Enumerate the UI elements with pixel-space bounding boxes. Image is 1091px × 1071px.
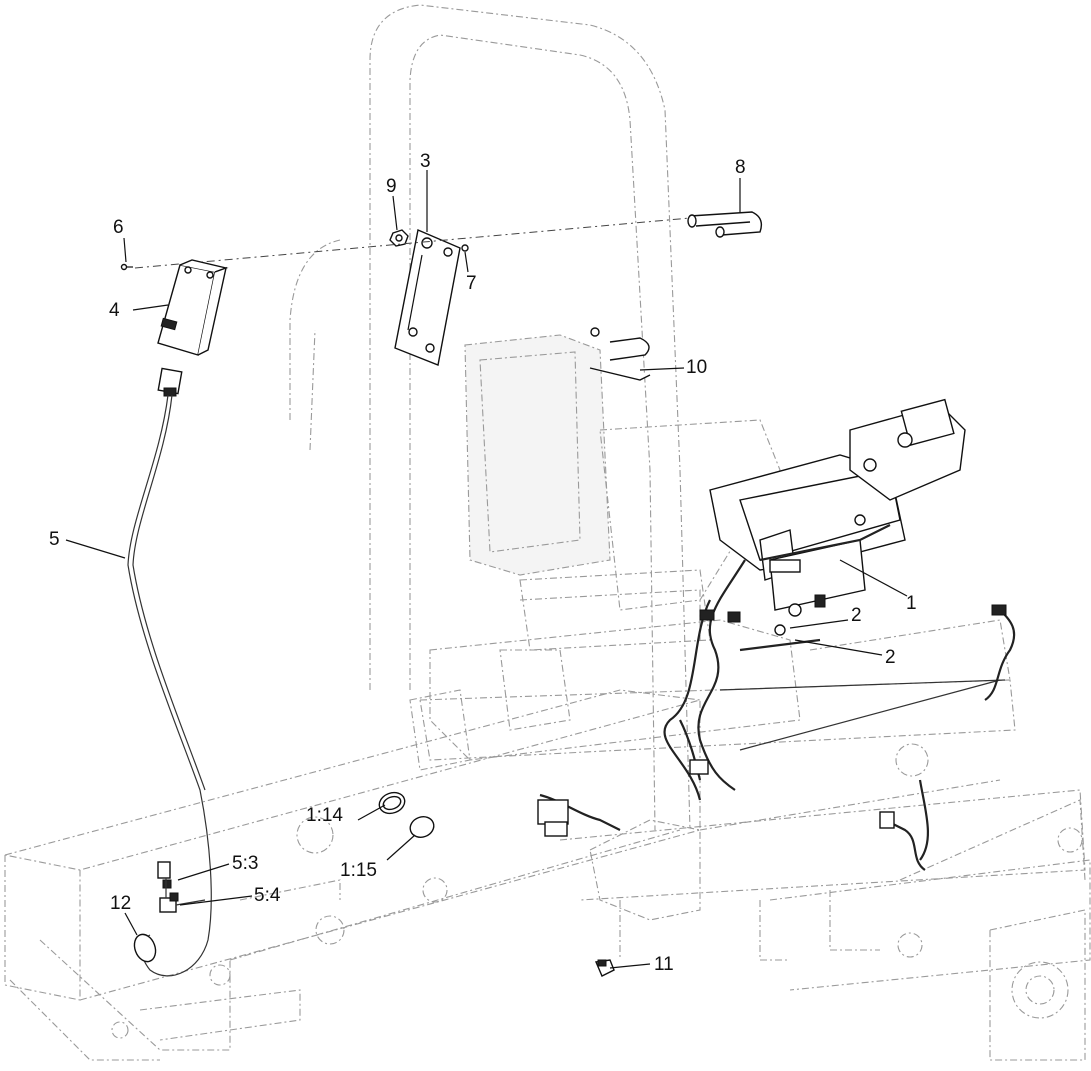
cable-harness — [127, 367, 212, 977]
callout-6: 6 — [113, 217, 124, 238]
assembly-axis — [134, 217, 691, 269]
callout-12: 12 — [110, 893, 132, 914]
callout-9: 9 — [386, 176, 397, 197]
callout-5: 5 — [49, 529, 60, 550]
screw — [461, 244, 469, 252]
callout-5-3: 5:3 — [232, 853, 259, 874]
o-ring — [409, 816, 435, 838]
callout-8: 8 — [735, 157, 746, 178]
roll-bar-ghost — [289, 4, 691, 831]
callout-4: 4 — [109, 300, 120, 321]
u-bolt — [687, 211, 763, 238]
callout-2: 2 — [885, 647, 896, 668]
callout-2: 2 — [851, 605, 862, 626]
callout-1: 1 — [906, 593, 917, 614]
u-clamp — [589, 327, 651, 381]
wiring-harness — [537, 524, 1016, 871]
cable-tie-loop — [133, 933, 157, 963]
callout-1-14: 1:14 — [306, 805, 343, 826]
screw-small — [120, 263, 133, 271]
callout-5-4: 5:4 — [254, 885, 281, 906]
controller-module — [157, 259, 229, 356]
callout-7: 7 — [466, 273, 477, 294]
callout-3: 3 — [420, 151, 431, 172]
leader-lines — [65, 170, 908, 969]
callout-11: 11 — [654, 954, 674, 975]
mounting-bracket — [394, 229, 461, 366]
control-console — [709, 398, 966, 636]
wire-clip — [594, 959, 615, 977]
callout-10: 10 — [686, 357, 708, 378]
nut — [389, 229, 409, 247]
callout-1-15: 1:15 — [340, 860, 377, 881]
